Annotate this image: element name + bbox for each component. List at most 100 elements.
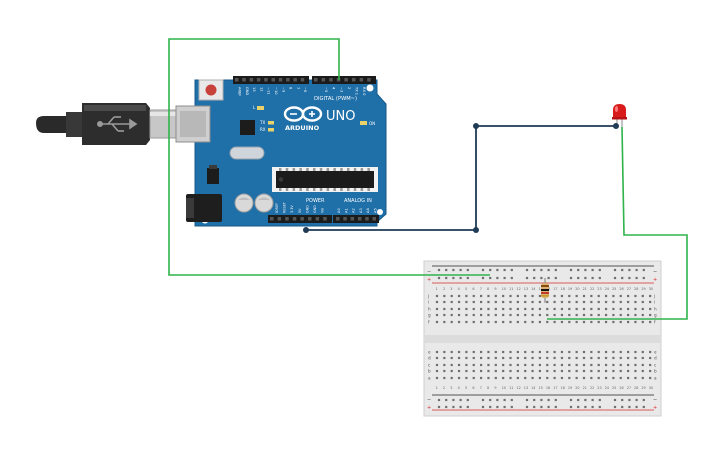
breadboard-hole[interactable]	[649, 294, 652, 298]
breadboard-hole[interactable]	[560, 313, 564, 317]
breadboard-hole[interactable]	[531, 369, 534, 373]
breadboard-hole[interactable]	[560, 350, 564, 354]
breadboard-hole[interactable]	[443, 313, 446, 317]
breadboard-hole[interactable]	[568, 369, 571, 373]
breadboard-hole[interactable]	[480, 307, 483, 311]
breadboard-hole[interactable]	[546, 313, 549, 317]
breadboard-hole[interactable]	[582, 294, 586, 298]
breadboard-hole[interactable]	[604, 376, 608, 380]
breadboard-hole[interactable]	[538, 307, 541, 311]
breadboard-hole[interactable]	[554, 268, 557, 272]
breadboard-hole[interactable]	[465, 356, 468, 360]
breadboard-hole[interactable]	[649, 307, 652, 311]
breadboard-hole[interactable]	[634, 294, 637, 298]
breadboard-hole[interactable]	[612, 300, 615, 304]
arduino-pcb[interactable]	[194, 79, 387, 227]
breadboard-hole[interactable]	[569, 398, 573, 402]
breadboard-hole[interactable]	[445, 398, 448, 402]
breadboard-hole[interactable]	[540, 276, 543, 280]
breadboard-hole[interactable]	[465, 294, 468, 298]
breadboard-hole[interactable]	[575, 300, 578, 304]
breadboard-hole[interactable]	[531, 294, 534, 298]
breadboard-hole[interactable]	[597, 376, 600, 380]
red-led[interactable]	[612, 104, 627, 127]
breadboard-hole[interactable]	[435, 350, 439, 354]
breadboard-hole[interactable]	[627, 350, 630, 354]
breadboard-hole[interactable]	[531, 313, 534, 317]
breadboard-hole[interactable]	[641, 350, 644, 354]
breadboard-hole[interactable]	[435, 356, 439, 360]
breadboard-hole[interactable]	[619, 294, 622, 298]
breadboard-hole[interactable]	[516, 350, 519, 354]
header-hole[interactable]	[300, 217, 304, 221]
breadboard-hole[interactable]	[481, 405, 485, 409]
breadboard-hole[interactable]	[649, 376, 652, 380]
breadboard-hole[interactable]	[649, 320, 652, 324]
header-hole[interactable]	[235, 78, 239, 82]
breadboard-hole[interactable]	[457, 300, 461, 304]
breadboard-hole[interactable]	[575, 369, 578, 373]
breadboard-hole[interactable]	[437, 398, 441, 402]
breadboard-hole[interactable]	[494, 376, 497, 380]
breadboard-hole[interactable]	[472, 376, 475, 380]
breadboard-hole[interactable]	[487, 300, 490, 304]
breadboard-hole[interactable]	[604, 363, 608, 367]
breadboard-hole[interactable]	[634, 320, 637, 324]
breadboard-hole[interactable]	[628, 405, 631, 409]
breadboard-hole[interactable]	[480, 356, 483, 360]
breadboard-hole[interactable]	[568, 350, 571, 354]
breadboard-hole[interactable]	[568, 300, 571, 304]
breadboard-hole[interactable]	[582, 300, 586, 304]
breadboard-hole[interactable]	[502, 294, 505, 298]
breadboard-hole[interactable]	[569, 276, 573, 280]
breadboard-hole[interactable]	[598, 398, 601, 402]
breadboard-hole[interactable]	[604, 320, 608, 324]
header-hole[interactable]	[315, 217, 320, 221]
breadboard-hole[interactable]	[459, 276, 462, 280]
breadboard-hole[interactable]	[533, 398, 536, 402]
breadboard-hole[interactable]	[538, 350, 541, 354]
breadboard-hole[interactable]	[450, 294, 453, 298]
breadboard-hole[interactable]	[553, 376, 556, 380]
breadboard-hole[interactable]	[503, 268, 506, 272]
breadboard-hole[interactable]	[459, 405, 462, 409]
breadboard-hole[interactable]	[627, 300, 630, 304]
breadboard-hole[interactable]	[553, 294, 556, 298]
breadboard-hole[interactable]	[450, 369, 453, 373]
breadboard-hole[interactable]	[502, 350, 505, 354]
breadboard-hole[interactable]	[591, 398, 594, 402]
breadboard-hole[interactable]	[547, 276, 550, 280]
breadboard-hole[interactable]	[465, 350, 468, 354]
breadboard-hole[interactable]	[575, 350, 578, 354]
breadboard-hole[interactable]	[612, 320, 615, 324]
breadboard-hole[interactable]	[634, 300, 637, 304]
breadboard-hole[interactable]	[452, 268, 455, 272]
breadboard-hole[interactable]	[582, 307, 586, 311]
breadboard-hole[interactable]	[502, 320, 505, 324]
header-hole[interactable]	[329, 78, 333, 82]
breadboard-hole[interactable]	[560, 376, 564, 380]
breadboard-hole[interactable]	[560, 356, 564, 360]
header-hole[interactable]	[352, 78, 356, 82]
breadboard-hole[interactable]	[568, 356, 571, 360]
breadboard-hole[interactable]	[524, 313, 527, 317]
usb-cable[interactable]	[36, 103, 177, 145]
breadboard-hole[interactable]	[538, 300, 541, 304]
header-hole[interactable]	[323, 217, 327, 221]
breadboard-hole[interactable]	[503, 276, 506, 280]
breadboard-hole[interactable]	[435, 369, 439, 373]
breadboard-hole[interactable]	[509, 356, 512, 360]
breadboard-hole[interactable]	[480, 294, 483, 298]
breadboard-hole[interactable]	[627, 376, 630, 380]
breadboard-hole[interactable]	[466, 398, 469, 402]
breadboard-hole[interactable]	[568, 320, 571, 324]
breadboard-hole[interactable]	[597, 307, 600, 311]
wires[interactable]	[168, 38, 688, 320]
breadboard-hole[interactable]	[480, 320, 483, 324]
breadboard-hole[interactable]	[525, 398, 529, 402]
breadboard-hole[interactable]	[649, 363, 652, 367]
breadboard-hole[interactable]	[533, 405, 536, 409]
breadboard-hole[interactable]	[445, 268, 448, 272]
breadboard-hole[interactable]	[531, 320, 534, 324]
breadboard-hole[interactable]	[538, 363, 541, 367]
